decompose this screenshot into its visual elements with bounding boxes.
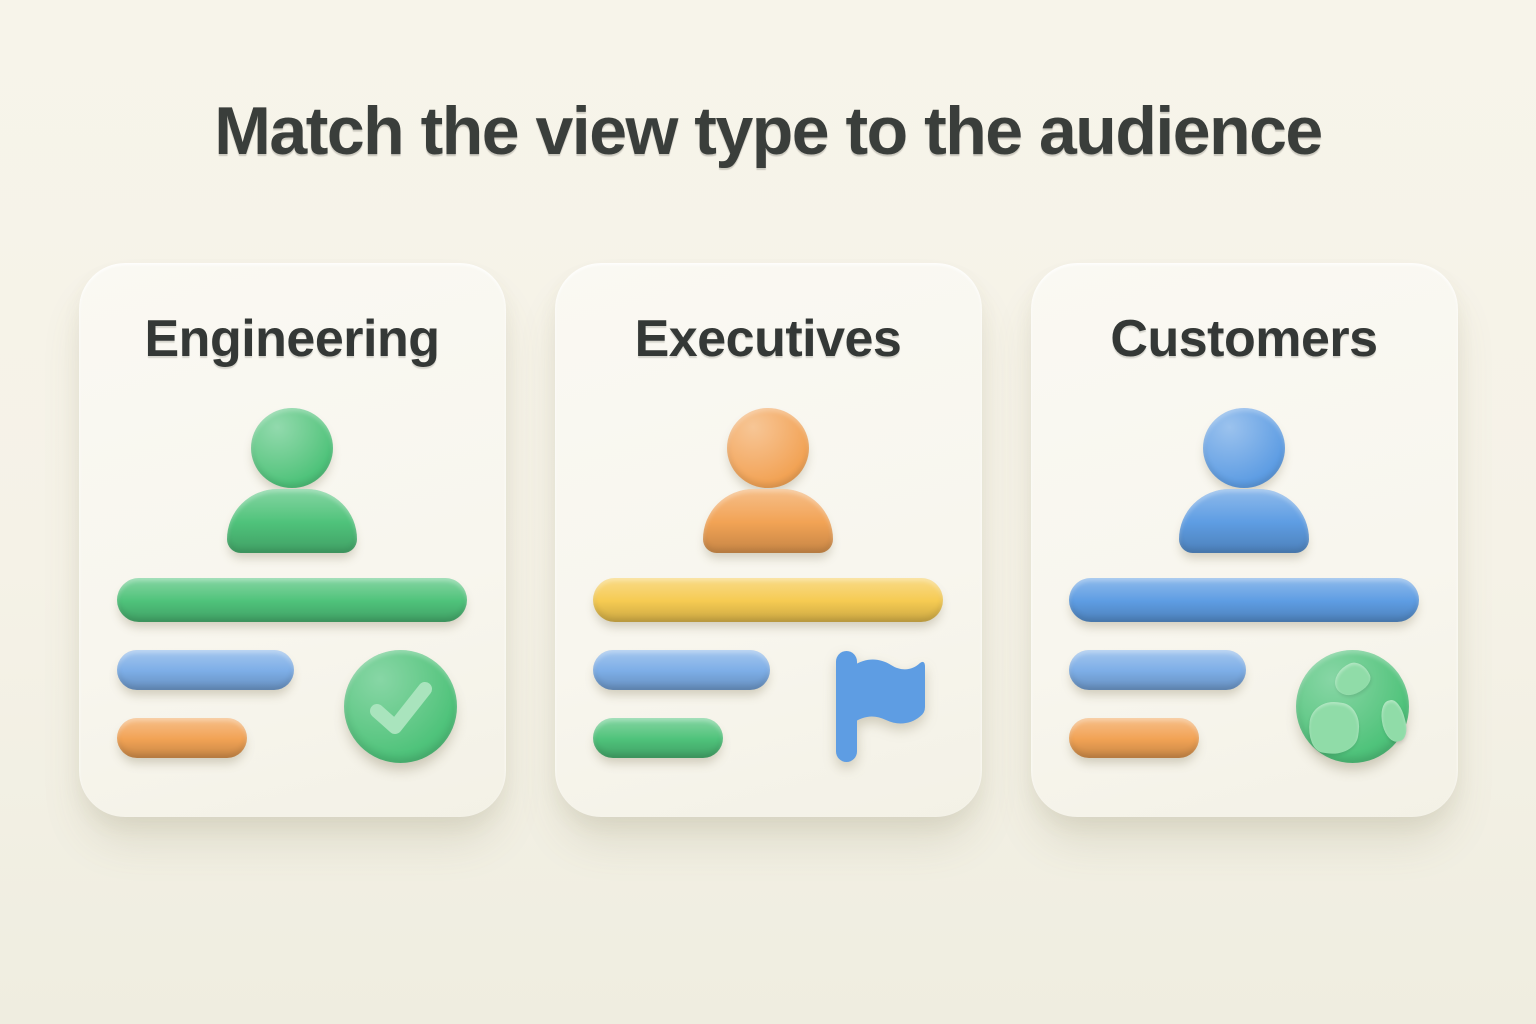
content-bar-tertiary — [116, 718, 247, 758]
person-body — [703, 489, 833, 553]
flag-badge — [820, 650, 933, 763]
card-engineering: Engineering — [78, 263, 506, 817]
content-bar-primary — [592, 578, 943, 622]
person-body — [1179, 489, 1309, 553]
cards-row: Engineering Executives — [0, 263, 1536, 817]
person-head — [251, 408, 333, 488]
person-head — [727, 408, 809, 488]
content-bar-tertiary — [1068, 718, 1199, 758]
check-badge-circle — [343, 650, 457, 763]
content-bar-tertiary — [592, 718, 723, 758]
globe-continent — [1376, 697, 1410, 745]
content-bar-secondary — [592, 650, 770, 690]
globe-continent — [1328, 657, 1375, 701]
person-body — [227, 489, 357, 553]
content-bar-secondary — [116, 650, 294, 690]
content-bar-primary — [1068, 578, 1419, 622]
flag-icon — [835, 651, 925, 762]
card-title: Customers — [1110, 310, 1378, 368]
content-bar-secondary — [1068, 650, 1246, 690]
check-badge — [343, 650, 457, 763]
card-customers: Customers — [1030, 263, 1458, 817]
content-bar-primary — [116, 578, 467, 622]
page-title: Match the view type to the audience — [214, 93, 1323, 169]
check-icon — [369, 682, 432, 734]
card-title: Executives — [634, 310, 902, 368]
card-title: Engineering — [144, 310, 440, 368]
globe-icon — [1295, 650, 1410, 763]
globe-badge — [1295, 650, 1410, 763]
card-executives: Executives — [554, 263, 982, 817]
globe-continent — [1305, 698, 1362, 758]
person-head — [1203, 408, 1285, 488]
